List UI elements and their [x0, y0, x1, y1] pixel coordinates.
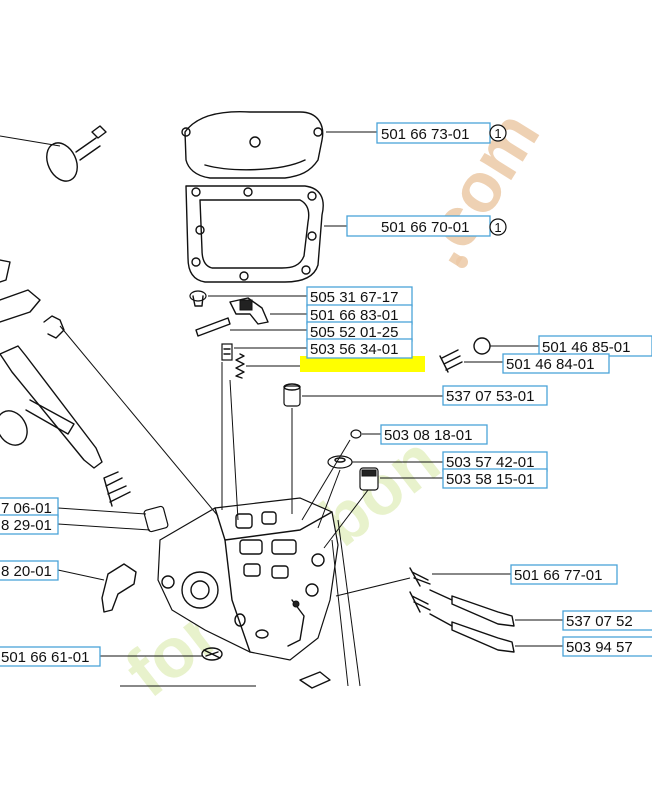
part-label-505-52-01-25[interactable]: 505 52 01-25	[306, 321, 413, 342]
part-label-537-07-52[interactable]: 537 07 52	[562, 610, 652, 631]
part-number-text: 7 06-01	[1, 500, 52, 517]
watermark-dot	[456, 256, 468, 268]
part-number-text: 501 66 73-01	[381, 126, 469, 143]
note-number-text: 1	[494, 126, 501, 141]
part-number-text: 501 66 77-01	[514, 567, 602, 584]
part-number-text: 503 58 15-01	[446, 471, 534, 488]
gasket-drawing	[185, 185, 324, 283]
metering-lever-drawing	[189, 290, 269, 379]
part-label-501-46-84-01[interactable]: 501 46 84-01	[502, 353, 610, 374]
part-number-text: 501 66 83-01	[310, 307, 398, 324]
part-label-503-58-15-01[interactable]: 503 58 15-01	[442, 468, 548, 489]
part-number-text: 505 52 01-25	[310, 324, 398, 341]
part-number-text: 8 20-01	[1, 563, 52, 580]
part-number-text: 8 29-01	[1, 517, 52, 534]
left-parts-drawing	[0, 125, 223, 661]
part-number-text: 537 07 53-01	[446, 388, 534, 405]
part-label-501-66-61-01[interactable]: 501 66 61-01	[0, 646, 101, 667]
adjusting-screws-drawing	[409, 567, 515, 653]
part-label-503-94-57[interactable]: 503 94 57	[562, 636, 652, 657]
part-label-503-08-18-01[interactable]: 503 08 18-01	[380, 424, 488, 445]
part-number-text: 537 07 52	[566, 613, 633, 630]
part-label-7-06-01[interactable]: 7 06-01	[0, 497, 59, 518]
part-number-text: 501 46 85-01	[542, 339, 630, 356]
carburetor-body-drawing	[157, 497, 339, 689]
part-label-501-46-85-01[interactable]: 501 46 85-01	[538, 335, 652, 357]
leader-lines	[0, 131, 563, 687]
part-label-501-66-77-01[interactable]: 501 66 77-01	[510, 564, 618, 585]
highlight-bar	[300, 356, 425, 372]
part-label-501-66-70-01[interactable]: 501 66 70-01 1	[346, 215, 507, 237]
note-number-text: 1	[494, 220, 501, 235]
part-label-503-56-34-01[interactable]: 503 56 34-01	[306, 338, 413, 359]
part-label-505-31-67-17[interactable]: 505 31 67-17	[306, 286, 413, 307]
part-number-text: 501 66 70-01	[381, 219, 469, 236]
part-label-501-66-73-01[interactable]: 501 66 73-01 1	[376, 122, 507, 144]
part-number-text: 503 56 34-01	[310, 341, 398, 358]
top-diaphragm-drawing	[181, 110, 324, 179]
part-number-text: 505 31 67-17	[310, 289, 398, 306]
part-number-text: 501 66 61-01	[1, 649, 89, 666]
part-label-group: 501 66 73-01 1 501 66 70-01 1 505 31 67-…	[0, 122, 652, 667]
part-label-8-20-01[interactable]: 8 20-01	[0, 560, 59, 581]
part-label-501-66-83-01[interactable]: 501 66 83-01	[306, 304, 413, 325]
part-label-8-29-01[interactable]: 8 29-01	[0, 514, 59, 535]
part-number-text: 501 46 84-01	[506, 356, 594, 373]
right-small-parts-drawing	[283, 337, 491, 491]
part-number-text: 503 08 18-01	[384, 427, 472, 444]
part-label-503-57-42-01[interactable]: 503 57 42-01	[442, 451, 548, 472]
part-number-text: 503 57 42-01	[446, 454, 534, 471]
part-number-text: 503 94 57	[566, 639, 633, 656]
part-label-537-07-53-01[interactable]: 537 07 53-01	[442, 385, 548, 406]
